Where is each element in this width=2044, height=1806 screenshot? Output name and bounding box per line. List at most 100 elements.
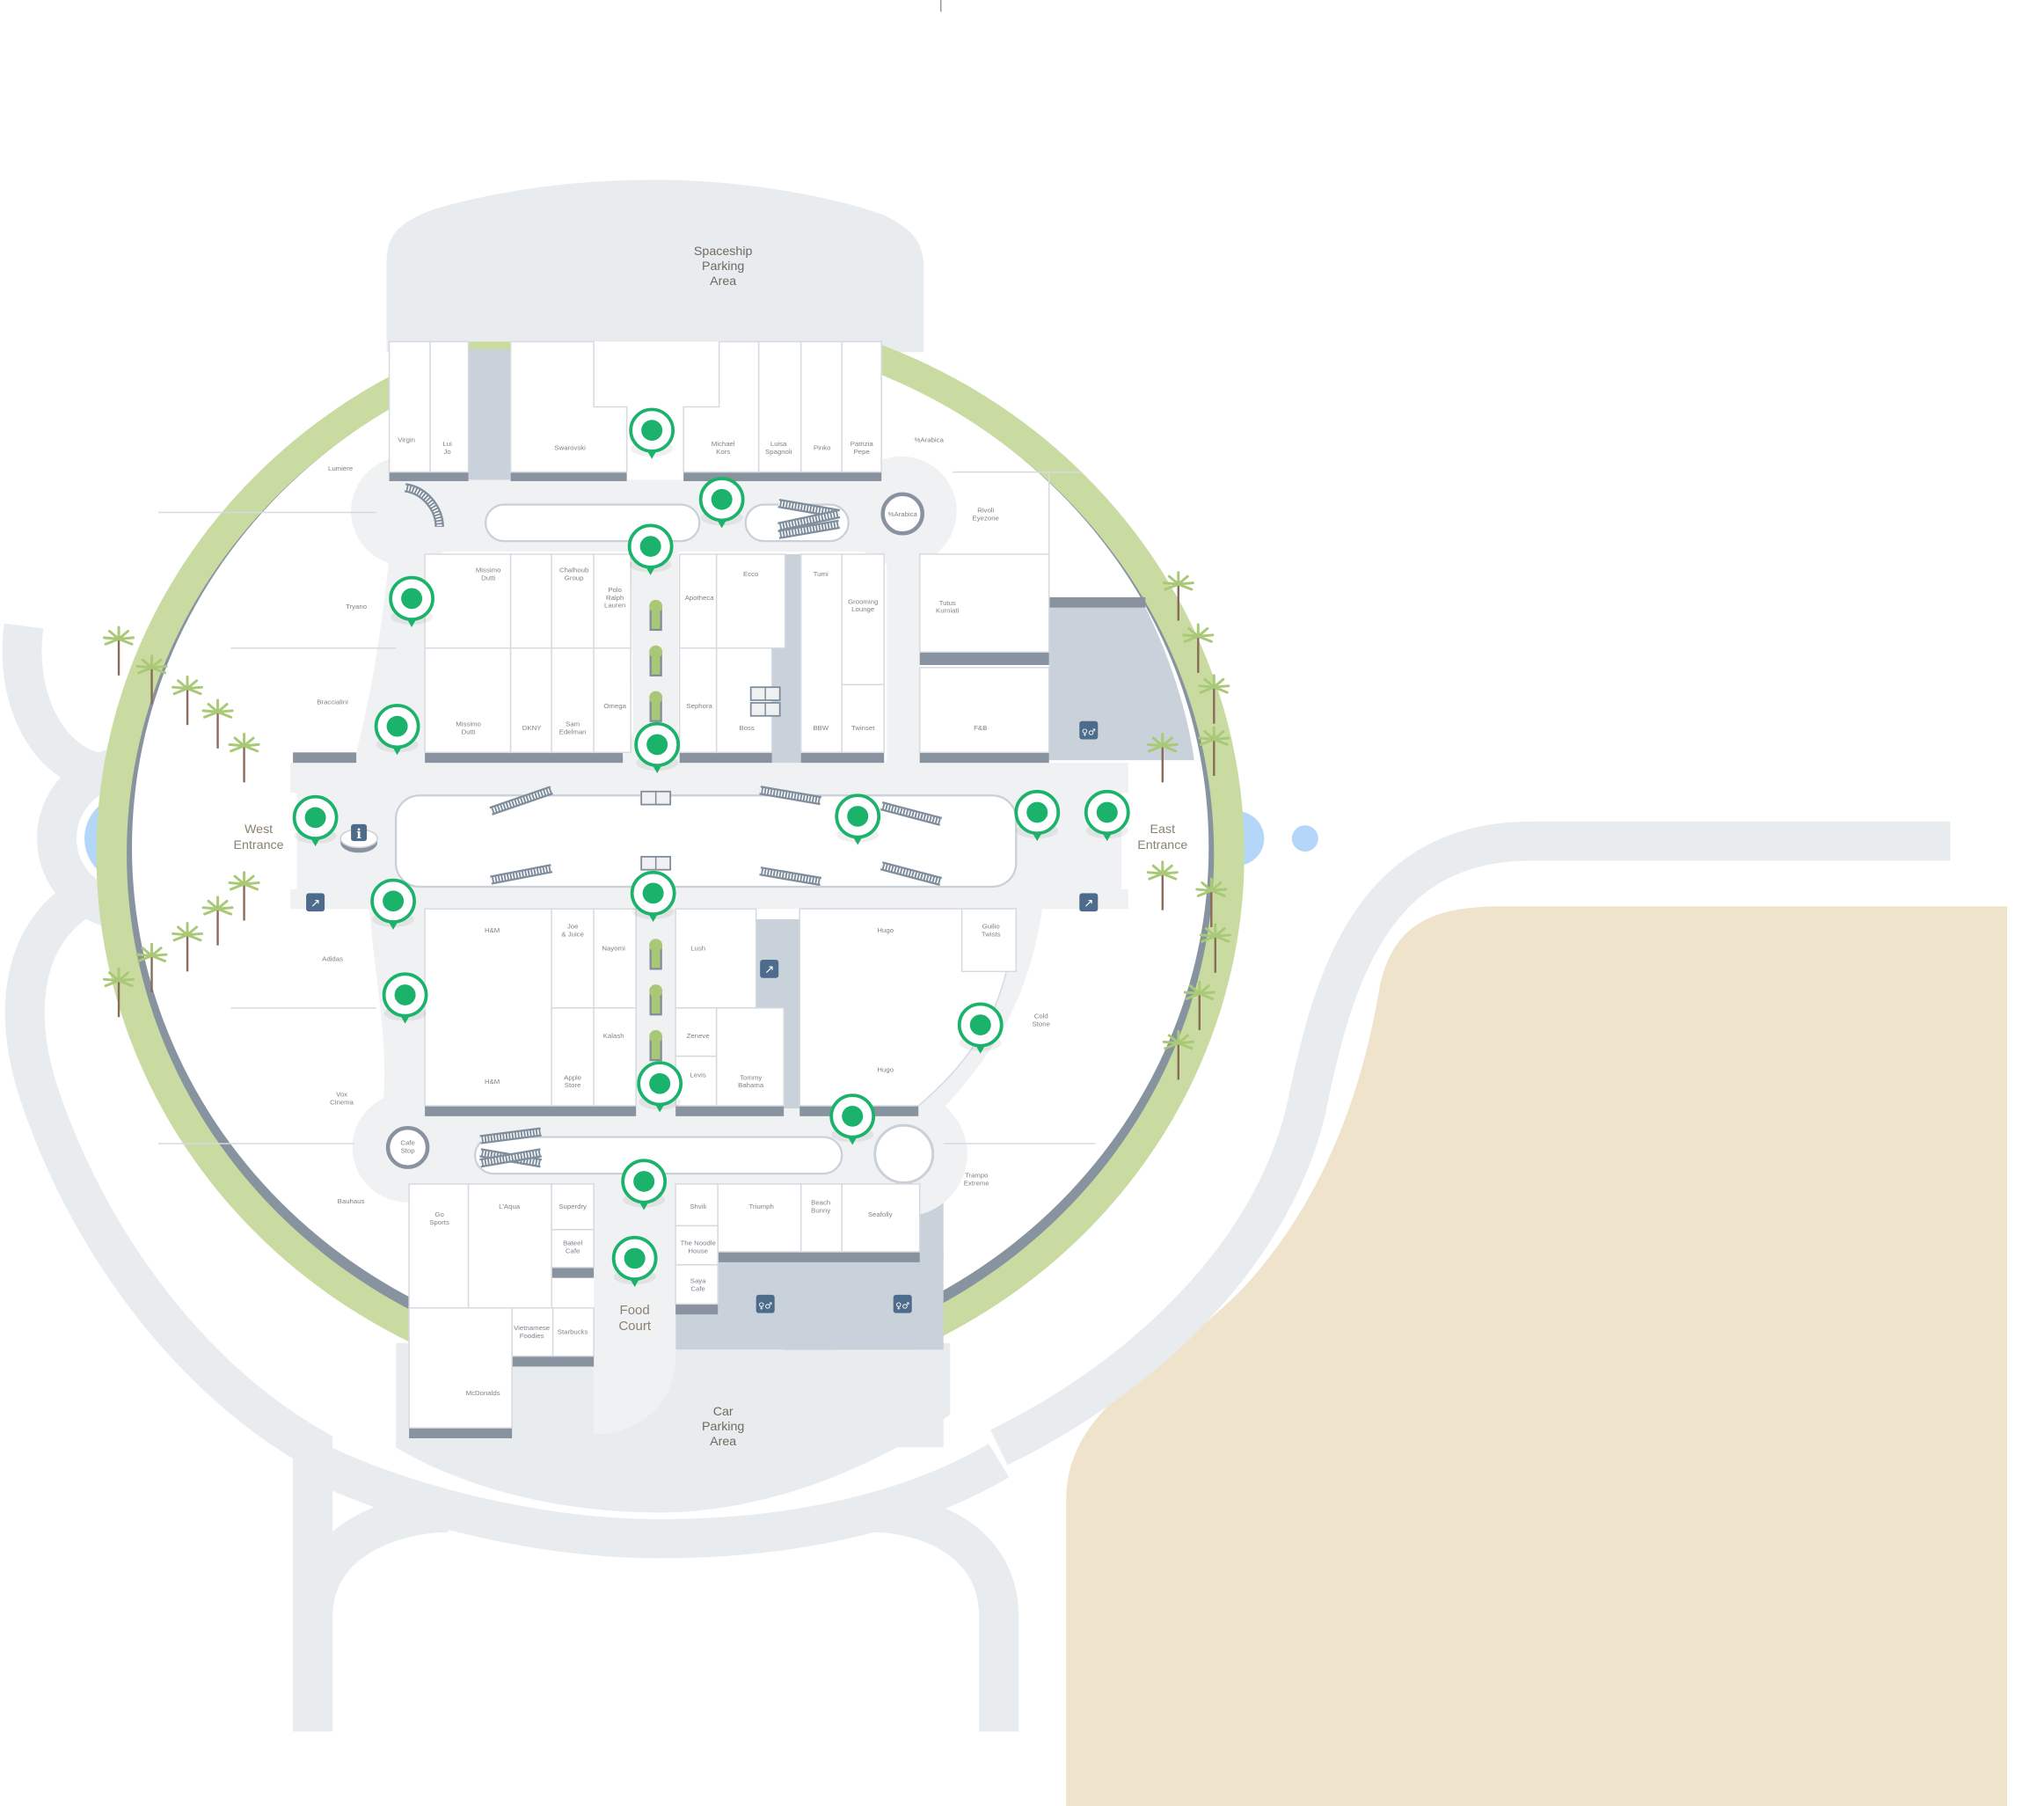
- planter-tree-icon: [649, 691, 663, 722]
- palm-tree-icon: [172, 921, 204, 972]
- store-label: H&M: [485, 926, 500, 934]
- store-label: F&B: [974, 724, 987, 732]
- store-label: Apotheca: [685, 594, 715, 602]
- location-pin-icon[interactable]: [835, 793, 881, 845]
- info-icon[interactable]: i: [339, 823, 378, 853]
- escalator-icon[interactable]: ↗: [306, 893, 325, 912]
- escalator-icon: [759, 866, 822, 887]
- location-pin-icon[interactable]: [292, 794, 339, 847]
- location-pin-icon[interactable]: [637, 1061, 683, 1113]
- store-label: Zeneve: [687, 1032, 710, 1040]
- store-label: H&M: [485, 1078, 500, 1086]
- store-label: Hugo: [877, 926, 894, 934]
- location-pin-icon[interactable]: [611, 1235, 658, 1288]
- escalators: [404, 483, 943, 1168]
- kiosk-cafe-stop[interactable]: [385, 1125, 430, 1169]
- escalator-icon: [479, 1148, 543, 1168]
- store-label: Lush: [690, 945, 705, 953]
- kiosk-arabica[interactable]: [880, 492, 924, 536]
- store-label: Twinset: [851, 724, 875, 732]
- palm-tree-icon: [201, 698, 234, 749]
- location-pin-icon[interactable]: [374, 704, 420, 756]
- palm-tree-icon: [1198, 726, 1230, 776]
- store-label: Tumi: [814, 570, 829, 578]
- planter-tree-icon: [649, 984, 663, 1016]
- store-label: Triumph: [749, 1203, 774, 1210]
- escalator-icon: [777, 519, 841, 539]
- store-label: Levis: [690, 1071, 706, 1078]
- elevator-icon: [749, 686, 781, 701]
- restroom-icon-glyph: ♀♂: [1082, 728, 1096, 737]
- location-pin-icon[interactable]: [382, 972, 428, 1024]
- escalator-icon[interactable]: ↗: [760, 959, 779, 978]
- location-pin-icon[interactable]: [1084, 789, 1130, 842]
- store-label: Virgin: [398, 436, 415, 444]
- store-label: Superdry: [558, 1203, 587, 1210]
- escalator-icon[interactable]: ↗: [1079, 893, 1099, 912]
- store-label: Bauhaus: [338, 1197, 365, 1205]
- restroom-icon[interactable]: ♀♂: [893, 1294, 912, 1313]
- palm-tree-icon: [1183, 980, 1215, 1031]
- planter-tree-icon: [649, 645, 663, 676]
- location-pin-icon[interactable]: [630, 870, 676, 922]
- location-pin-icon[interactable]: [829, 1093, 876, 1145]
- escalator-icon: [880, 861, 943, 887]
- location-pin-icon[interactable]: [1014, 789, 1061, 842]
- planter-tree-icon: [649, 599, 663, 632]
- restroom-icon[interactable]: ♀♂: [1079, 720, 1099, 740]
- planter-tree-icon: [649, 939, 663, 970]
- store-label: %Arabica: [888, 510, 918, 518]
- location-pins[interactable]: [292, 407, 1130, 1288]
- store-label: Nayomi: [602, 945, 625, 953]
- palm-trees: [103, 571, 1231, 1080]
- store-label: %Arabica: [915, 436, 945, 444]
- store-label: Pinko: [814, 443, 831, 451]
- store-label: Sephora: [686, 702, 712, 710]
- elevator-icon: [640, 855, 672, 871]
- location-pin-icon[interactable]: [634, 721, 681, 774]
- location-pin-icon[interactable]: [957, 1002, 1004, 1054]
- palm-tree-icon: [103, 625, 135, 676]
- location-pin-icon[interactable]: [389, 575, 434, 627]
- palm-tree-icon: [1195, 877, 1228, 927]
- location-pin-icon[interactable]: [698, 477, 745, 529]
- roundabout-island-east: [873, 1123, 935, 1184]
- palm-tree-icon: [172, 675, 204, 726]
- escalator-icon: [759, 786, 822, 806]
- location-pin-icon[interactable]: [629, 407, 675, 459]
- location-pin-icon[interactable]: [621, 1159, 668, 1210]
- store-label: Hugo: [877, 1066, 894, 1074]
- store-label: Tryano: [346, 603, 367, 611]
- palm-tree-icon: [228, 871, 260, 921]
- entrance-west-gap: [217, 793, 297, 889]
- palm-tree-icon: [1146, 860, 1179, 910]
- location-pin-icon[interactable]: [370, 878, 416, 930]
- store-dividers: [158, 341, 1096, 1144]
- elevator-icon: [749, 702, 781, 717]
- palm-tree-icon: [135, 942, 168, 993]
- restroom-icon[interactable]: ♀♂: [756, 1294, 775, 1313]
- location-pin-icon[interactable]: [627, 523, 674, 575]
- escalator-icon-glyph: ↗: [310, 897, 320, 910]
- palm-tree-icon: [103, 967, 135, 1018]
- palm-tree-icon: [135, 654, 168, 705]
